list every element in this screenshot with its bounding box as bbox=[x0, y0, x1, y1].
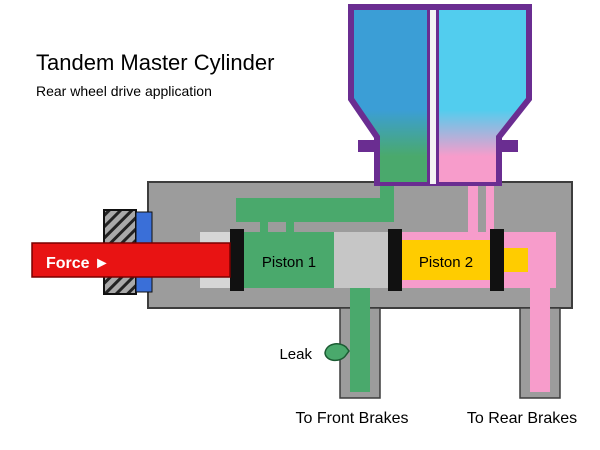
rear-brakes-label: To Rear Brakes bbox=[467, 410, 577, 427]
reservoir-flange-right bbox=[500, 140, 518, 152]
pushrod bbox=[31, 242, 231, 278]
secondary-feed-channel-1 bbox=[468, 180, 478, 240]
compensating-port-2 bbox=[286, 220, 294, 234]
piston2-label: Piston 2 bbox=[419, 254, 473, 271]
reservoir-flange-left bbox=[358, 140, 376, 152]
leak-label: Leak bbox=[279, 346, 312, 363]
force-label: Force ► bbox=[46, 255, 110, 272]
page-subtitle: Rear wheel drive application bbox=[36, 83, 212, 99]
compensating-port-1 bbox=[260, 220, 268, 234]
piston2-stem bbox=[504, 248, 528, 272]
leak-drop-icon bbox=[324, 343, 350, 362]
reservoir-fluid-right bbox=[438, 10, 526, 182]
reservoir-divider-core bbox=[430, 10, 436, 184]
page-title: Tandem Master Cylinder bbox=[36, 50, 274, 75]
piston2-seal-front bbox=[388, 229, 402, 291]
piston1-seal-front bbox=[230, 229, 244, 291]
reservoir-fluid-left bbox=[354, 10, 428, 182]
primary-intake-passage bbox=[236, 198, 394, 222]
piston1-label: Piston 1 bbox=[262, 254, 316, 271]
piston2-seal-rear bbox=[490, 229, 504, 291]
front-brake-pipe-fluid bbox=[350, 288, 370, 392]
secondary-feed-channel-2 bbox=[486, 180, 494, 240]
piston1-body bbox=[244, 232, 334, 288]
rear-brake-pipe-fluid bbox=[530, 288, 550, 392]
piston-gap-spacer bbox=[334, 232, 388, 288]
piston2-body bbox=[402, 240, 490, 280]
front-brakes-label: To Front Brakes bbox=[296, 410, 409, 427]
